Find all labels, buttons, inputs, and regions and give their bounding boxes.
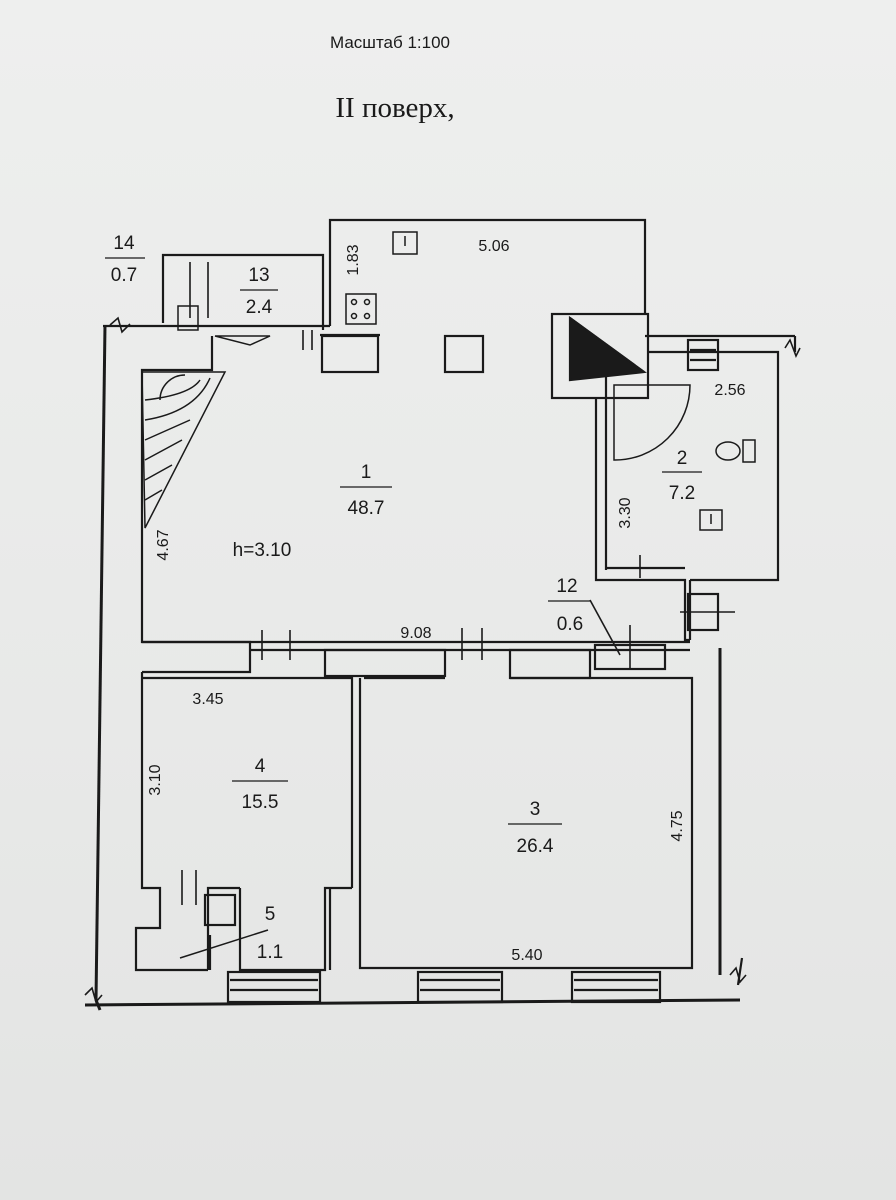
room-12-area: 0.6 [557,614,583,635]
dim-9-08: 9.08 [400,625,431,642]
room-5-number: 5 [265,904,276,925]
floor-title: II поверх, [335,92,455,124]
dim-5-40: 5.40 [511,947,542,964]
toilet-icon [742,439,756,463]
dimension-labels: 5.06 1.83 2.56 3.30 4.67 h=3.10 9.08 3.4… [147,238,746,964]
room-14-number: 14 [113,233,135,254]
walls [84,218,797,1011]
room-12-number: 12 [556,576,577,597]
boiler-icon [177,305,199,331]
fixtures [177,231,756,959]
room-4-number: 4 [255,756,266,777]
stove-icon [345,293,377,325]
dim-2-56: 2.56 [714,382,745,399]
dim-3-10: 3.10 [147,764,164,795]
door-marks [181,262,735,905]
shower-icon [613,384,691,461]
room-14-area: 0.7 [111,265,137,286]
dim-5-06: 5.06 [478,238,509,255]
room-1-area: 48.7 [348,498,385,519]
scale-label: Масштаб 1:100 [330,33,450,52]
room-1-number: 1 [361,462,372,483]
dim-1-83: 1.83 [345,244,362,275]
ceiling-height: h=3.10 [233,540,292,561]
room-13-number: 13 [248,265,269,286]
washbasin-icon [699,509,723,531]
room-labels: 14 0.7 13 2.4 1 48.7 2 7.2 12 0.6 4 15.5… [105,233,702,963]
staircase [141,371,227,529]
room-2-number: 2 [677,448,688,469]
room-3-area: 26.4 [517,836,554,857]
dim-4-67: 4.67 [155,529,172,560]
room-5-area: 1.1 [257,942,283,963]
dim-3-30: 3.30 [617,497,634,528]
room-2-area: 7.2 [669,483,695,504]
dim-3-45: 3.45 [192,691,223,708]
break-marks [84,316,801,1004]
room-13-area: 2.4 [246,297,273,318]
sink-icon [392,231,418,255]
room-4-area: 15.5 [242,792,279,813]
room-3-number: 3 [530,799,541,820]
dim-4-75: 4.75 [669,810,686,841]
